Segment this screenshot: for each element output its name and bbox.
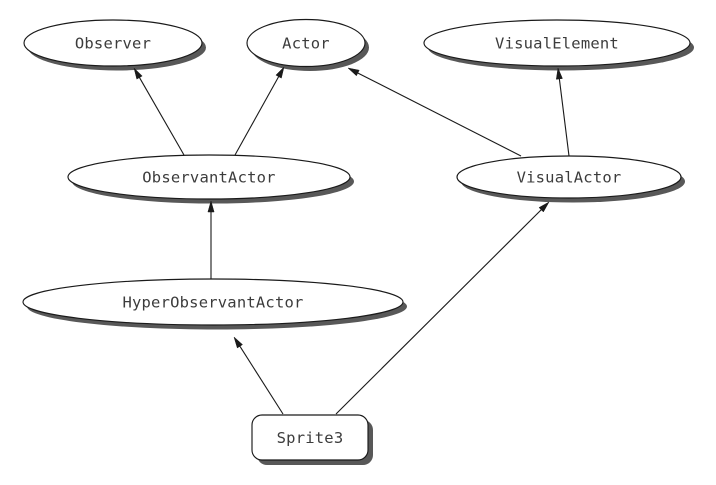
- node-shape-visualactor[interactable]: [456, 155, 682, 199]
- edge-visualactor-to-actor: [347, 67, 522, 157]
- edge-line: [234, 74, 281, 156]
- edge-arrowhead: [233, 336, 243, 349]
- edge-layer: [133, 66, 570, 415]
- edge-sprite3-to-visualactor: [335, 201, 550, 415]
- edge-arrowhead: [207, 200, 215, 213]
- edge-visualactor-to-visualelement: [555, 67, 570, 157]
- edge-line: [355, 71, 522, 157]
- node-hyperobservantactor[interactable]: HyperObservantActor: [22, 278, 404, 326]
- edge-line: [138, 75, 185, 156]
- edge-sprite3-to-hyperobservantactor: [233, 336, 284, 415]
- node-shape-hyperobservantactor[interactable]: [22, 278, 404, 326]
- node-shape-observantactor[interactable]: [67, 154, 351, 200]
- edge-arrowhead: [555, 67, 563, 80]
- edge-hyperobservantactor-to-observantactor: [207, 200, 215, 279]
- edge-arrowhead: [275, 66, 285, 79]
- edge-arrowhead: [133, 67, 143, 80]
- node-sprite3[interactable]: Sprite3: [251, 414, 369, 461]
- edge-line: [335, 207, 544, 415]
- node-shape-actor[interactable]: [246, 18, 366, 68]
- node-actor[interactable]: Actor: [246, 18, 366, 68]
- node-shape-observer[interactable]: [23, 19, 203, 67]
- node-visualelement[interactable]: VisualElement: [423, 19, 691, 67]
- node-visualactor[interactable]: VisualActor: [456, 155, 682, 199]
- node-observantactor[interactable]: ObservantActor: [67, 154, 351, 200]
- edge-line: [238, 344, 284, 415]
- edge-arrowhead: [538, 201, 550, 213]
- node-observer[interactable]: Observer: [23, 19, 203, 67]
- node-shape-visualelement[interactable]: [423, 19, 691, 67]
- edge-observantactor-to-actor: [234, 66, 285, 156]
- node-shape-sprite3[interactable]: [251, 414, 369, 461]
- edge-line: [558, 76, 570, 157]
- edge-arrowhead: [347, 67, 360, 77]
- shadow-layer: [27, 24, 694, 465]
- edge-observantactor-to-observer: [133, 67, 185, 156]
